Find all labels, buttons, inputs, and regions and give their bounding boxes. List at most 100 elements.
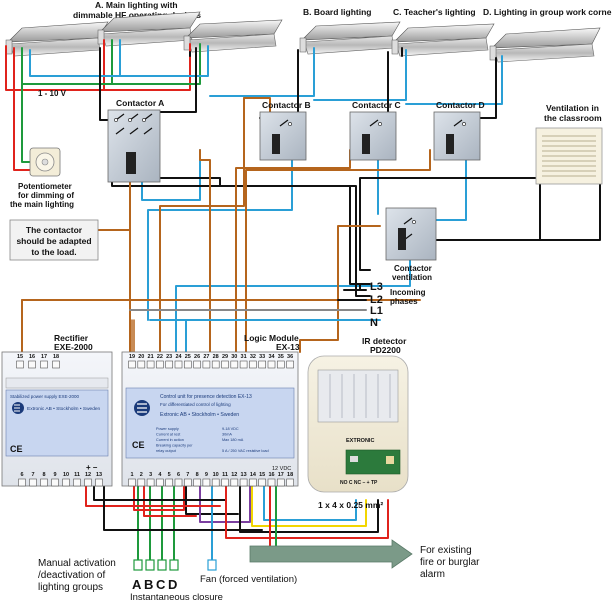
terminal-screw [221,478,229,487]
spec-row-label: Power supply [156,427,179,431]
terminal-number: 8 [42,472,45,478]
terminal-number: 8 [196,472,199,478]
terminal-screw [73,478,81,487]
logic-voltage-tag: 12 VDC [272,466,291,472]
arrow-to-alarm [249,539,413,569]
terminal-screw [52,360,60,369]
neutral-n-label: N [370,317,378,329]
contactor-b [259,111,307,161]
potentiometer [29,147,61,177]
terminal-screw [146,478,155,487]
terminal-screw [193,478,201,487]
contactor-ventilation [385,207,437,261]
note-line-3: to the load. [31,247,76,257]
phase-l2-label: L2 [370,294,383,306]
note-line-2: should be adapted [16,236,91,246]
ir-model-label: PD2200 [370,345,401,355]
terminal-screw [174,360,183,369]
terminal-number: 3 [149,472,152,478]
contactor-d [433,111,481,161]
terminal-screw [137,478,146,487]
manual-label-3: lighting groups [38,582,103,593]
contactor-c-label: Contactor C [352,100,401,110]
ir-terminals: NO C NC – + TP [340,480,378,486]
terminal-number: 28 [213,354,219,360]
terminal-number: 16 [29,354,35,360]
light-fixture-a2 [97,11,201,47]
spec-row-value: Max 180 mA [222,438,244,442]
terminal-number: 18 [287,472,293,478]
terminal-screw [84,478,92,487]
terminal-number: 19 [129,354,135,360]
terminal-screw [184,360,192,369]
terminal-number: 25 [185,354,191,360]
spec-row-value: 9-18 VDC [222,427,239,431]
terminal-number: 24 [175,354,182,360]
spec-row-label: relay output [156,449,177,453]
terminal-screw [258,478,267,487]
spec-row-label: Current at rest [156,433,181,437]
instantaneous-label: Instantaneous closure [130,592,223,601]
terminal-screw [230,360,239,369]
terminal-number: 30 [231,354,237,360]
rectifier-polarity: + – [86,463,98,472]
potentiometer-label-3: the main lighting [10,200,74,209]
title-group-corner: D. Lighting in group work corner [483,7,612,17]
terminal-screw [51,478,59,487]
terminal-number: 14 [250,472,257,478]
terminal-screw [230,478,239,487]
rectifier-panel-title: Stabilized power supply EXE-2000 [10,394,80,399]
svg-text:CE: CE [10,444,23,454]
ventilation-label-2: the classroom [544,113,602,123]
terminal-number: 12 [85,472,91,478]
light-fixture-a1 [5,21,109,57]
terminal-screw [211,360,220,369]
logic-panel-subtitle: For differentiated control of lighting [160,402,231,407]
terminal-screw [174,478,183,487]
terminal-number: 27 [203,354,209,360]
terminal-number: 17 [278,472,284,478]
contactor-vent-label-2: ventilation [392,273,432,282]
terminal-number: 22 [157,354,163,360]
group-a-label: A [132,577,142,592]
light-fixture-c [391,23,495,57]
ventilation-unit [535,127,603,185]
terminal-number: 15 [17,354,23,360]
terminal-screw [276,478,285,487]
terminal-number: 17 [41,354,47,360]
light-fixture-b [299,21,401,55]
ir-detector-label: IR detector [362,336,407,346]
wire-incoming-phases [129,283,367,321]
contactor-b-label: Contactor B [262,100,311,110]
voltage-label: 1 - 10 V [38,89,67,98]
terminal-number: 36 [287,354,293,360]
contactor-d-label: Contactor D [436,100,485,110]
terminal-screw [184,478,192,487]
alarm-label-1: For existing [420,545,472,556]
terminal-number: 11 [222,472,228,478]
terminal-screw [40,360,48,369]
terminal-screw [95,478,103,487]
terminal-screw [137,360,146,369]
contactor-a [107,109,161,183]
svg-text:CE: CE [132,440,145,450]
light-fixture-d [489,27,601,63]
terminal-screw [18,478,26,487]
terminal-screw [28,360,36,369]
terminal-number: 12 [231,472,237,478]
group-d-label: D [168,577,177,592]
terminal-number: 10 [213,472,219,478]
terminal-screw [29,478,37,487]
terminal-screw [239,478,248,487]
terminal-screw [258,360,267,369]
fan-label: Fan (forced ventilation) [200,574,297,585]
potentiometer-label: Potentiometer [18,182,72,191]
terminal-number: 7 [186,472,189,478]
potentiometer-label-2: for dimming of [18,191,74,200]
terminal-number: 11 [74,472,80,478]
ir-brand: EXTRONIC [346,438,374,444]
light-fixture-a3 [183,19,283,53]
group-b-label: B [144,577,153,592]
phases-label: phases [390,297,418,306]
